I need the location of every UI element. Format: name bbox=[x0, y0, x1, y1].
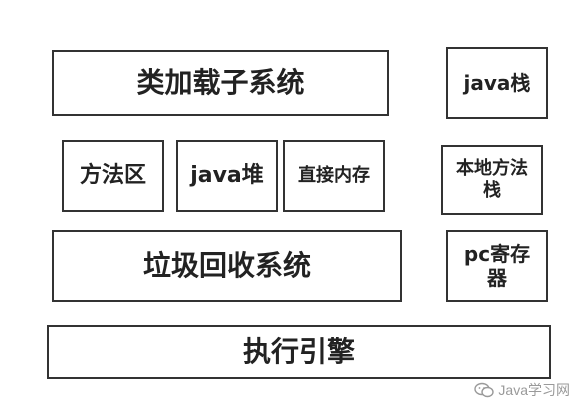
garbage-collection-system-box: 垃圾回收系统 bbox=[52, 230, 402, 302]
java-stack-box: java栈 bbox=[446, 47, 548, 119]
method-area-box: 方法区 bbox=[62, 140, 164, 212]
native-method-stack-label-line1: 本地方法 bbox=[456, 158, 528, 180]
pc-register-label: pc寄存 器 bbox=[464, 242, 530, 290]
native-method-stack-label-line2: 栈 bbox=[483, 180, 501, 201]
java-heap-label: java堆 bbox=[190, 162, 264, 188]
pc-register-box: pc寄存 器 bbox=[446, 230, 548, 302]
method-area-label: 方法区 bbox=[79, 162, 146, 188]
wechat-icon bbox=[474, 382, 495, 398]
direct-memory-label: 直接内存 bbox=[298, 165, 370, 187]
direct-memory-box: 直接内存 bbox=[283, 140, 385, 212]
execution-engine-label: 执行引擎 bbox=[242, 335, 355, 369]
native-method-stack-box: 本地方法 栈 bbox=[441, 145, 543, 215]
garbage-collection-system-label: 垃圾回收系统 bbox=[142, 249, 311, 283]
class-loader-subsystem-box: 类加载子系统 bbox=[52, 50, 389, 116]
java-heap-box: java堆 bbox=[176, 140, 278, 212]
pc-register-label-line1: pc寄存 bbox=[463, 242, 531, 266]
watermark: Java学习网 bbox=[474, 380, 570, 400]
java-stack-label: java栈 bbox=[463, 71, 531, 95]
pc-register-label-line2: 器 bbox=[486, 266, 507, 290]
class-loader-subsystem-label: 类加载子系统 bbox=[136, 66, 305, 100]
native-method-stack-label: 本地方法 栈 bbox=[456, 158, 528, 201]
watermark-text: Java学习网 bbox=[498, 382, 570, 398]
execution-engine-box: 执行引擎 bbox=[47, 325, 551, 379]
